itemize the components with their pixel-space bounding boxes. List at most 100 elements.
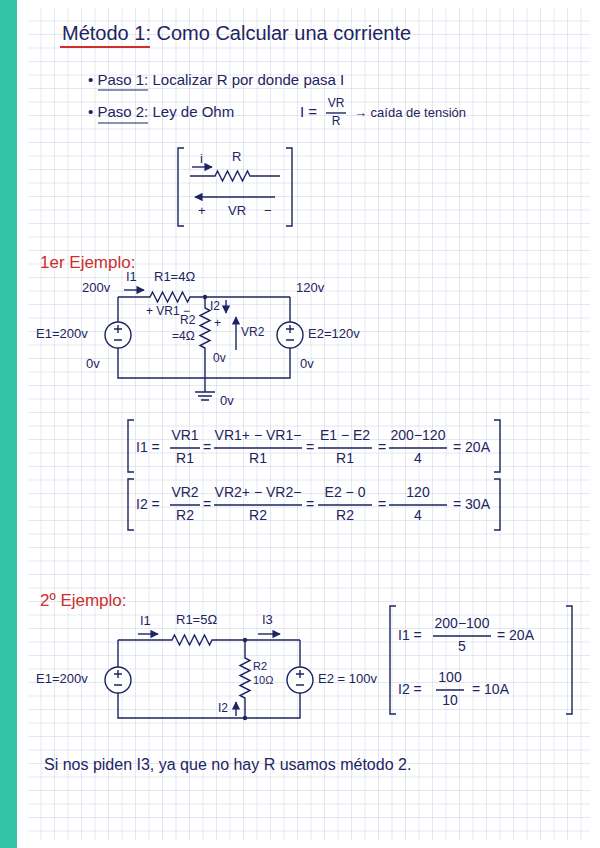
fraction-term: VR1+ − VR1− xyxy=(215,428,302,443)
note-text: = xyxy=(306,497,314,512)
note-text: = 20A xyxy=(497,628,534,643)
resistor-symbol xyxy=(240,640,250,718)
note-text: I2 xyxy=(210,300,220,313)
fraction-term: R2 xyxy=(176,508,194,523)
note-text: = 20A xyxy=(453,440,490,455)
note-text: = xyxy=(378,497,386,512)
note-text: 0v xyxy=(213,352,226,365)
fraction-term: 4 xyxy=(414,451,422,466)
note-text: − xyxy=(264,204,272,218)
fraction-term: R1 xyxy=(176,451,194,466)
note-text: I = xyxy=(300,104,317,121)
fraction-term: 200−120 xyxy=(391,428,446,443)
note-text: + xyxy=(198,204,206,218)
voltage-arrow xyxy=(195,196,275,197)
source-polarity xyxy=(296,670,304,685)
current-arrow xyxy=(235,702,236,716)
junction-dot xyxy=(243,638,247,642)
note-text: R2 xyxy=(180,314,195,327)
note-text: R xyxy=(232,150,241,164)
resistor-symbol xyxy=(190,171,280,181)
current-arrow xyxy=(258,633,280,634)
voltage-arrow xyxy=(235,317,236,350)
note-text: R1=4Ω xyxy=(154,270,195,284)
current-arrow xyxy=(225,300,226,313)
note-text: 200v xyxy=(82,281,110,295)
bracket xyxy=(128,420,500,472)
voltage-source xyxy=(277,322,303,348)
note-text: = 30A xyxy=(453,497,490,512)
bracket xyxy=(390,606,572,714)
note-text: 0v xyxy=(86,357,100,371)
fraction-term: 4 xyxy=(414,508,422,523)
note-text: + xyxy=(214,317,221,330)
note-text: = xyxy=(203,497,211,512)
junction-dot xyxy=(203,295,207,299)
fraction-term: R xyxy=(332,115,341,128)
note-text: = 10A xyxy=(472,682,509,697)
note-text: • Paso 2: Ley de Ohm xyxy=(88,104,234,121)
source-polarity xyxy=(114,325,122,340)
graph-paper-grid xyxy=(28,8,590,840)
wire xyxy=(118,640,300,718)
note-text: I1 xyxy=(140,614,151,628)
section-heading: 2º Ejemplo: xyxy=(40,592,127,611)
wire-with-resistor xyxy=(118,635,300,645)
fraction-bar xyxy=(326,112,346,113)
fraction-term: VR xyxy=(328,97,345,110)
fraction-term: VR1 xyxy=(171,428,198,443)
ink-drawing xyxy=(105,113,572,718)
note-text: E2 = 100v xyxy=(318,672,377,686)
page-title: Método 1: Como Calcular una corriente xyxy=(62,22,411,44)
fraction-term: R2 xyxy=(249,508,267,523)
note-text: i xyxy=(200,152,203,166)
fraction-term: E1 − E2 xyxy=(320,428,370,443)
junction-dots xyxy=(203,295,247,720)
fraction-term: VR2+ − VR2− xyxy=(215,485,302,500)
section-heading: 1er Ejemplo: xyxy=(40,254,135,273)
note-text: E2=120v xyxy=(308,327,360,341)
title-underline xyxy=(60,46,150,48)
wire xyxy=(118,297,290,378)
fraction-term: R1 xyxy=(249,451,267,466)
note-text: 0v xyxy=(220,394,234,408)
voltage-source xyxy=(105,322,131,348)
note-text: =4Ω xyxy=(172,330,195,343)
note-text: I2 xyxy=(218,702,228,715)
fraction-term: 5 xyxy=(458,639,466,654)
note-text: = xyxy=(306,440,314,455)
voltage-source xyxy=(287,667,313,693)
note-text: → caída de tensión xyxy=(354,106,466,120)
note-text: I3 xyxy=(262,613,273,627)
current-arrow xyxy=(192,166,212,167)
fraction-term: E2 − 0 xyxy=(325,485,366,500)
wire-with-resistor xyxy=(118,292,290,302)
note-text: I2 = xyxy=(136,497,160,512)
note-text: 0v xyxy=(300,357,314,371)
fraction-term: 120 xyxy=(406,485,429,500)
source-polarity xyxy=(114,670,122,685)
fraction-term: VR2 xyxy=(171,485,198,500)
bracket xyxy=(178,148,292,226)
note-text: = xyxy=(203,440,211,455)
fraction-term: 200−100 xyxy=(435,616,490,631)
note-text: I1 = xyxy=(398,628,422,643)
fraction-term: R2 xyxy=(336,508,354,523)
note-text: E1=200v xyxy=(36,327,88,341)
bracket xyxy=(128,479,500,530)
note-text: Si nos piden I3, ya que no hay R usamos … xyxy=(44,756,411,774)
junction-dot xyxy=(243,716,247,720)
source-polarity xyxy=(286,325,294,340)
current-arrow xyxy=(124,289,144,290)
note-text: I1 xyxy=(126,270,137,284)
note-text: E1=200v xyxy=(36,672,88,686)
note-text: VR xyxy=(228,204,246,218)
note-text: VR2 xyxy=(241,326,264,339)
page-edge-strip xyxy=(0,0,17,848)
fraction-term: 100 xyxy=(438,670,461,685)
current-arrow xyxy=(138,633,158,634)
fraction-term: 10 xyxy=(442,693,458,708)
note-text: • Paso 1: Localizar R por donde pasa I xyxy=(88,72,344,89)
note-text: 10Ω xyxy=(253,674,273,686)
